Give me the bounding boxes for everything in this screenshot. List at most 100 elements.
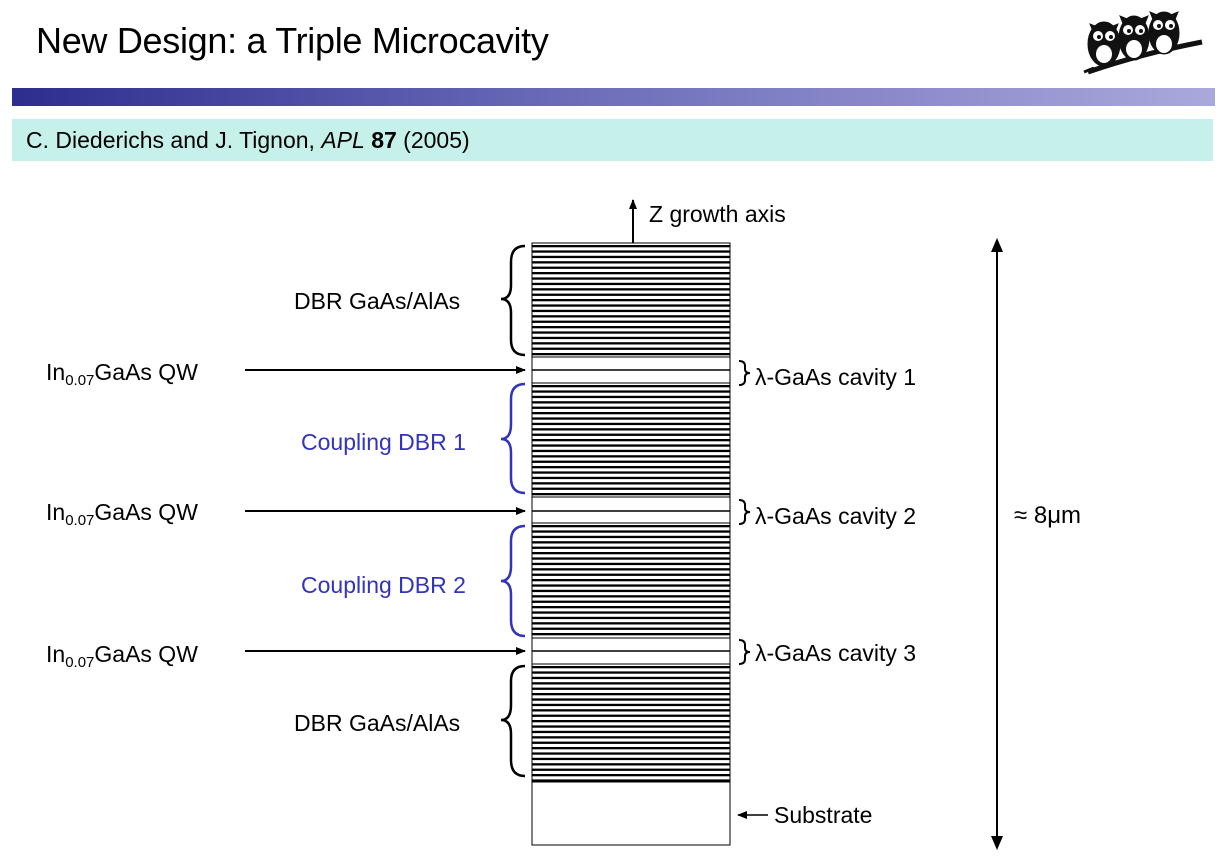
coupling-dbr-2-stack-layer <box>532 616 730 620</box>
citation-volume: 87 <box>371 127 397 153</box>
qw-subscript: 0.07 <box>65 654 95 671</box>
coupling-dbr-2-stack-layer <box>532 535 730 539</box>
cavity-1-label: λ-GaAs cavity 1 <box>755 364 917 390</box>
dbr-top-stack-layer <box>532 309 730 313</box>
dbr-bottom-stack-layer <box>532 752 730 755</box>
citation-authors: C. Diederichs and J. Tignon, <box>26 127 322 153</box>
dbr-top-stack-layer <box>532 288 730 291</box>
coupling-dbr-2-label: Coupling DBR 2 <box>301 572 466 598</box>
dbr-bottom-stack-layer <box>532 682 730 685</box>
dbr-top-stack-layer <box>532 331 730 334</box>
dbr-top-stack-layer <box>532 250 730 253</box>
substrate-layer <box>531 781 731 846</box>
coupling-dbr-1-stack-layer <box>532 471 730 474</box>
coupling-dbr-1-stack-layer <box>532 487 730 490</box>
dbr-top-stack-layer <box>532 299 730 302</box>
dbr-bottom-stack-layer <box>532 666 730 669</box>
thickness-label: ≈ 8μm <box>1014 502 1082 529</box>
dbr-top-stack-layer <box>532 320 730 323</box>
coupling-dbr-1-stack-layer <box>532 417 730 420</box>
dbr-top-stack-layer <box>532 315 730 318</box>
dbr-bottom-stack-layer <box>532 720 730 723</box>
dbr-bottom-stack-layer <box>532 757 730 761</box>
title-bar <box>12 88 1215 106</box>
dbr-bottom-stack-layer <box>532 671 730 674</box>
layer-stack <box>531 242 731 846</box>
dbr-bottom-stack-layer <box>532 709 730 712</box>
dbr-top-stack-layer <box>532 326 730 329</box>
coupling-dbr-1-stack-layer <box>532 493 730 496</box>
coupling-dbr-1-stack-layer <box>532 433 730 436</box>
coupling-dbr-2-stack-layer <box>532 589 730 593</box>
dbr-bottom-stack-layer <box>532 779 730 782</box>
brace-cavity-3 <box>738 639 751 665</box>
coupling-dbr-2-stack-layer <box>532 606 730 609</box>
citation-bar: C. Diederichs and J. Tignon, APL 87 (200… <box>12 119 1213 161</box>
coupling-dbr-2-stack-layer <box>532 552 730 555</box>
brace-cavity-1 <box>738 360 751 386</box>
brace-cavity-2 <box>738 499 751 525</box>
qw-label-1: In0.07GaAs QW <box>46 359 198 389</box>
dbr-bottom-stack-layer <box>532 736 730 739</box>
brace-dbr-top <box>500 244 526 357</box>
qw-prefix: In <box>46 499 66 525</box>
coupling-dbr-2-stack-layer <box>532 622 730 625</box>
dbr-top-stack-layer <box>532 304 730 307</box>
dbr-top-stack-layer <box>532 282 730 286</box>
coupling-dbr-1-stack-layer <box>532 412 730 415</box>
coupling-dbr-1-stack-layer <box>532 455 730 458</box>
coupling-dbr-1-stack-layer <box>532 395 730 399</box>
coupling-dbr-1-stack-layer <box>532 422 730 426</box>
dbr-bottom-stack-layer <box>532 730 730 734</box>
dbr-top-stack-layer <box>532 266 730 269</box>
qw-subscript: 0.07 <box>65 512 95 529</box>
dbr-bottom-stack-layer <box>532 768 730 771</box>
citation-year: (2005) <box>396 127 470 153</box>
dbr-top-stack-layer <box>532 255 730 259</box>
dbr-bottom-stack-layer <box>532 774 730 777</box>
annotations <box>245 199 1003 850</box>
coupling-dbr-1-stack-layer <box>532 401 730 404</box>
coupling-dbr-2-stack-layer <box>532 573 730 576</box>
dbr-top-stack-layer <box>532 277 730 280</box>
coupling-dbr-2-stack-layer <box>532 525 730 528</box>
coupling-dbr-1-stack-layer <box>532 482 730 485</box>
dbr-top-stack-layer <box>532 347 730 350</box>
dbr-bottom-label: DBR GaAs/AlAs <box>294 710 461 736</box>
coupling-dbr-2-stack-layer <box>532 557 730 560</box>
coupling-dbr-1-stack-layer <box>532 466 730 469</box>
coupling-dbr-2-stack-layer <box>532 595 730 598</box>
qw-prefix: In <box>46 641 66 667</box>
dbr-bottom-stack-layer <box>532 698 730 701</box>
dbr-bottom-stack-layer <box>532 747 730 750</box>
coupling-dbr-1-stack-layer <box>532 390 730 393</box>
cavity-3-label: λ-GaAs cavity 3 <box>755 640 917 666</box>
coupling-dbr-1-stack-layer <box>532 449 730 453</box>
coupling-dbr-2-stack-layer <box>532 579 730 582</box>
dbr-top-stack-layer <box>532 272 730 275</box>
coupling-dbr-1-stack-layer <box>532 444 730 447</box>
dbr-top-stack-layer <box>532 261 730 264</box>
coupling-dbr-1-stack-layer <box>532 406 730 409</box>
coupling-dbr-1-stack-layer <box>532 428 730 431</box>
dbr-top-stack-layer <box>532 353 730 356</box>
cavity-2-label: λ-GaAs cavity 2 <box>755 503 917 529</box>
coupling-dbr-2-stack-layer <box>532 584 730 587</box>
coupling-dbr-2-stack-layer <box>532 541 730 544</box>
dbr-bottom-stack-layer <box>532 676 730 680</box>
dbr-bottom-stack-layer <box>532 693 730 696</box>
dbr-bottom-stack-layer <box>532 763 730 766</box>
qw-prefix: In <box>46 359 66 385</box>
qw-subscript: 0.07 <box>65 372 95 389</box>
qw-suffix: GaAs QW <box>94 359 198 385</box>
dbr-top-stack-layer <box>532 245 730 248</box>
thickness-arrow-bottom <box>991 836 1003 850</box>
coupling-dbr-2-stack-layer <box>532 568 730 571</box>
coupling-dbr-1-label: Coupling DBR 1 <box>301 429 466 455</box>
dbr-bottom-stack-layer <box>532 714 730 717</box>
coupling-dbr-1-stack-layer <box>532 439 730 442</box>
coupling-dbr-2-stack-layer <box>532 627 730 630</box>
dbr-top-stack-layer <box>532 336 730 340</box>
qw-suffix: GaAs QW <box>94 499 198 525</box>
